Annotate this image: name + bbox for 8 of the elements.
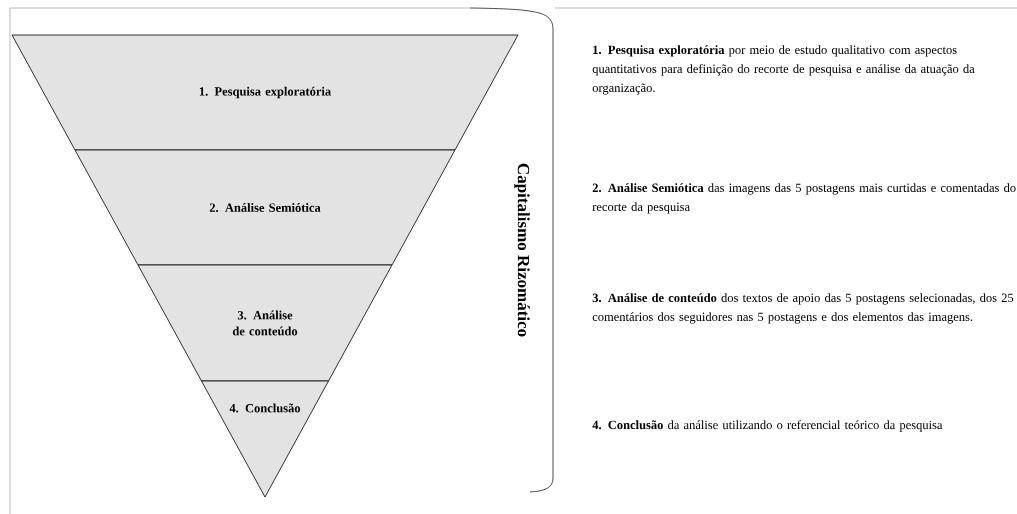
description-text: 2. Análise Semiótica das imagens das 5 postagens mais curtidas e comentadas do recorte da pesquisa [592, 183, 1016, 214]
funnel-band: 2. Análise Semiótica [74, 149, 456, 266]
bracket: Capitalismo Rizomático [469, 7, 554, 493]
funnel-band: 4. Conclusão [201, 380, 329, 498]
funnel-band: 1. Pesquisa exploratória [11, 34, 519, 151]
description-text: 3. Análise de conteúdo dos textos de apoio das 5 postagens selecionadas, dos 25 comentários dos seguidores nas 5 postagens e dos elementos das imagens. [592, 293, 1014, 324]
description-text: 1. Pesquisa exploratória por meio de estudo qualitativo com aspectos quantitativos para definição do recorte de pesquisa e análise da atuação da organização. [592, 45, 975, 95]
description-text: 4. Conclusão da análise utilizando o referencial teórico da pesquisa [592, 420, 943, 432]
